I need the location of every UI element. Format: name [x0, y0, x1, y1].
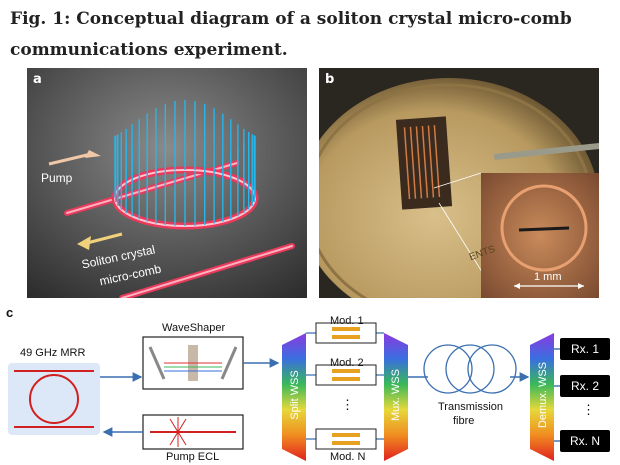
mrr-label: 49 GHz MRR: [20, 347, 86, 359]
pump-ecl-label: Pump ECL: [166, 451, 220, 463]
demux-wss-label: Demux. WSS: [537, 362, 549, 429]
waveshaper-label: WaveShaper: [162, 322, 226, 334]
mod-n-label: Mod. N: [330, 451, 366, 463]
panel-c-letter: c: [6, 305, 14, 320]
panel-b-letter: b: [325, 72, 335, 87]
rx-ellipsis: ⋮: [582, 402, 595, 417]
rx-n-box: Rx. N: [560, 430, 610, 452]
mod-ellipsis: ⋮: [341, 397, 354, 412]
transmission-label-line1: Transmission: [438, 401, 503, 413]
panel-b-photo: b ENTS 1 mm: [319, 68, 599, 298]
panel-a-photo: a Pump Soliton crystal micro-comb: [27, 68, 307, 298]
micro-ring-render: [27, 68, 307, 298]
rx-2-box: Rx. 2: [560, 375, 610, 397]
modulator-boxes: [306, 322, 384, 450]
panel-a-letter: a: [33, 72, 42, 87]
mod-1-label: Mod. 1: [330, 315, 364, 327]
mod-2-label: Mod. 2: [330, 357, 364, 369]
experiment-schematic: [8, 322, 560, 461]
scale-bar-label: 1 mm: [534, 271, 562, 283]
figure-title: Fig. 1: Conceptual diagram of a soliton …: [10, 9, 572, 60]
rx-1-box: Rx. 1: [560, 338, 610, 360]
chip-on-coin-photo: [319, 68, 599, 298]
mux-wss-label: Mux. WSS: [390, 369, 402, 421]
pump-label: Pump: [41, 171, 73, 185]
panel-c-schematic: c 49 GHz MRR WaveShaper Pump ECL Split W…: [0, 305, 620, 465]
transmission-label-line2: fibre: [453, 415, 475, 427]
split-wss-label: Split WSS: [289, 370, 301, 420]
soliton-peaks: [114, 100, 256, 226]
